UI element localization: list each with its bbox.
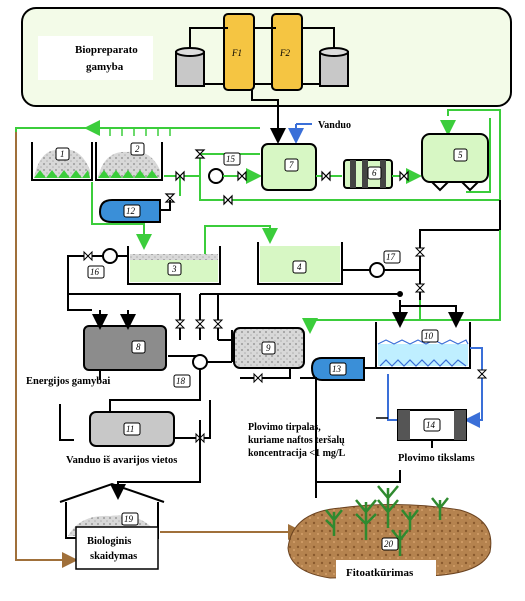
water-inlet-label: Vanduo [318, 120, 351, 131]
biopreparation-label-line2: gamyba [86, 61, 124, 73]
unit-20: 20 [287, 485, 492, 579]
biological-label-line2: skaidymas [90, 551, 137, 562]
unit-4-number: 4 [297, 262, 302, 272]
unit-9-number: 9 [266, 343, 271, 353]
unit-14-number: 14 [426, 420, 436, 430]
energy-label: Energijos gamybai [26, 376, 110, 387]
filter-f2 [271, 13, 303, 91]
filter-f1 [223, 13, 255, 91]
unit-3-number: 3 [171, 264, 177, 274]
unit-2: 2 [95, 142, 163, 181]
unit-3: 3 [127, 246, 221, 285]
unit-13: 13 [310, 357, 365, 381]
biological-label-line1: Biologinis [87, 536, 131, 547]
pump-16-number: 16 [90, 267, 100, 277]
pump-16 [102, 248, 118, 264]
pump-15 [208, 168, 224, 184]
pump-17-number: 17 [386, 252, 396, 262]
filter-f2-label: F2 [279, 48, 290, 58]
unit-7: 7 [261, 143, 317, 191]
filter-f1-label: F1 [231, 48, 242, 58]
unit-4: 4 [257, 242, 343, 285]
unit-20-number: 20 [384, 539, 394, 549]
unit-12-number: 12 [126, 206, 136, 216]
unit-6: 6 [343, 159, 393, 189]
washing-solution-line1: Plovimo tirpalas, [248, 422, 321, 433]
unit-9: 9 [233, 327, 305, 369]
unit-11: 11 [89, 411, 175, 447]
unit-12: 12 [98, 199, 161, 223]
unit-8-number: 8 [136, 342, 141, 352]
unit-1-number: 1 [60, 149, 65, 159]
unit-10-number: 10 [424, 331, 434, 341]
unit-5: 5 [421, 133, 489, 192]
pump-18 [192, 354, 208, 370]
washing-solution-line2: kuriame naftos teršalų [248, 435, 345, 446]
unit-7-number: 7 [289, 160, 294, 170]
unit-10: 10 [375, 322, 471, 369]
unit-19-number: 19 [124, 514, 134, 524]
washing-purposes-label: Plovimo tikslams [398, 453, 475, 464]
unit-14: 14 [397, 409, 467, 441]
pump-15-number: 15 [226, 154, 236, 164]
unit-5-number: 5 [458, 150, 463, 160]
unit-1: 1 [31, 142, 93, 181]
unit-2-number: 2 [135, 144, 140, 154]
phytoremediation-label: Fitoatkūrimas [346, 567, 414, 579]
pump-17 [369, 262, 385, 278]
unit-8: 8 [83, 310, 167, 371]
biopreparation-block: Biopreparato gamyba F1 F2 [21, 7, 512, 144]
unit-11-number: 11 [126, 424, 134, 434]
bio-tank-left [175, 51, 205, 87]
unit-6-number: 6 [372, 168, 377, 178]
unit-13-number: 13 [332, 364, 342, 374]
emergency-water-label: Vanduo iš avarijos vietos [66, 455, 177, 466]
washing-solution-line3: koncentracija <1 mg/L [248, 448, 346, 459]
pump-18-number: 18 [176, 376, 186, 386]
biopreparation-label-line1: Biopreparato [75, 44, 138, 56]
bio-tank-right [319, 51, 349, 87]
